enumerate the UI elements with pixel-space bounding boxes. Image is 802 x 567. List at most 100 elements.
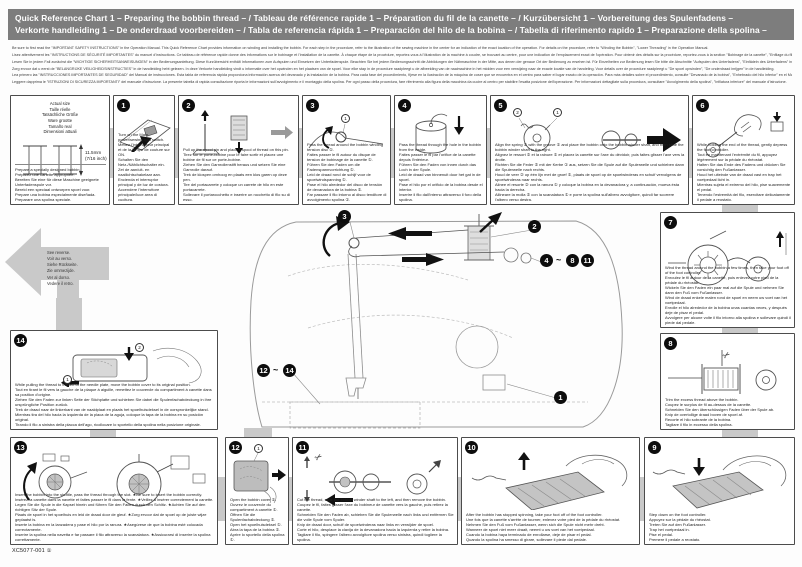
caption-line: Actual size — [49, 101, 71, 106]
caption-line: Houd de veer ② op één lijn met de groef … — [495, 172, 682, 182]
caption-line: Wanneer de spoel niet meer draait, neemt… — [466, 527, 595, 532]
callout-spool-pin: 2 — [528, 220, 541, 233]
caption-line: Leid de draad van binnenuit door het gat… — [399, 172, 481, 182]
caption-line: Mientras tira del hilo hacia la izquierd… — [15, 412, 204, 422]
caption-line: Schalten Sie den Netz-/Nählichtschalter … — [118, 157, 165, 167]
close-cover-figure — [61, 347, 202, 387]
caption-line: Recorte el hilo sobrante de la bobina. — [665, 417, 732, 422]
caption-line: While pulling the thread to the left of … — [15, 382, 191, 387]
tension-disc-figure — [308, 123, 384, 149]
caption-line: Alinee el resorte ② con la ranura ① y co… — [495, 182, 680, 192]
caption-line: Schneiden Sie den Faden ab, schieben Sie… — [297, 512, 454, 522]
insert-bobbin-figure — [23, 453, 206, 507]
step-number-badge: 3 — [306, 99, 319, 112]
caption-line: Premere il pedale a reostato. — [649, 537, 701, 542]
intro-paragraph: Be sure to first read the "IMPORTANT SAF… — [12, 45, 792, 86]
flow-connector — [218, 477, 226, 521]
caption-line: Tagliare il filo, spingere l'albero avvo… — [297, 532, 442, 542]
caption-line: Coupez le fil, faites glisser l'axe du b… — [297, 502, 448, 512]
caption-line: Führen Sie den Faden um die Fadenspannvo… — [307, 162, 360, 172]
callout-plate-to: 14 — [283, 364, 296, 377]
callout-winder-from: 4 — [540, 254, 553, 267]
remove-bobbin-figure — [304, 456, 441, 506]
caption-line: Treten Sie auf den Fußanlasser. — [649, 522, 706, 527]
hold-thread-figure — [705, 112, 784, 158]
caption-line: Knip de draad door, schuif de spoelwinde… — [297, 522, 434, 527]
caption-line: Knip de overtollige draad boven de spoel… — [665, 412, 744, 417]
step-captions: Pass the thread through the hole in the … — [399, 142, 483, 202]
caption-line: After the bobbin has stopped spinning, t… — [466, 512, 603, 517]
step-number-badge: 7 — [664, 216, 677, 229]
caption-line: Bereiten Sie eine für diese Maschine gee… — [15, 177, 99, 187]
caption-line: Tatsächliche Größe — [41, 112, 79, 118]
caption-line: Mettez l'interrupteur principal et de la… — [118, 142, 170, 157]
caption-line: Tamaño real — [48, 123, 72, 129]
step-number-badge: 13 — [14, 441, 27, 454]
spool-pin-figure — [192, 110, 293, 155]
caption-line: Tout en tirant le fil vers la gauche de … — [15, 387, 212, 397]
caption-line: Encienda el interruptor principal y de l… — [118, 177, 169, 187]
flow-connector — [485, 128, 492, 178]
step-captions: Wind the thread around the bobbin a few … — [665, 265, 791, 325]
caption-line: While holding the end of the thread, gen… — [697, 142, 788, 152]
caption-line: Zet de aan/uit- en naailichtschakelaar a… — [118, 167, 161, 177]
step-panel-5: 5 2 1 Align the spring ② with the groove… — [490, 95, 689, 205]
caption-line: Pass the thread around the bobbin windin… — [307, 142, 384, 152]
caption-line: Pull up the spool pin and place a spool … — [183, 147, 289, 152]
caption-line: Plaats de spoel in het spoelhuis en leid… — [15, 512, 207, 522]
bobbin-hole-figure — [415, 113, 464, 154]
page-title-line1: Quick Reference Chart 1 – Preparing the … — [15, 13, 734, 23]
caption-line: Pase el hilo alrededor del disco de tens… — [307, 182, 383, 192]
trim-thread-figure — [668, 350, 777, 394]
flow-connector — [389, 128, 396, 178]
flow-connector — [639, 477, 646, 521]
caption-line: Lisez attentivement les "INSTRUCTIONS DE… — [12, 52, 792, 57]
step-panel-1: 1 Turn on the Main power/sewing light sw… — [113, 95, 175, 205]
caption-line: Une fois que la canette s'arrête de tour… — [466, 517, 621, 522]
groove-label: 1 — [553, 108, 562, 117]
caption-line: Zie ommezijde. — [47, 268, 75, 274]
caption-line: Open the bobbin cover ①. — [230, 497, 277, 502]
step-captions: Trim the excess thread above the bobbin.… — [665, 397, 791, 427]
caption-line: Tagliare il filo in eccesso della spolin… — [665, 422, 733, 427]
caption-line: Trap het voetpedaal in. — [649, 527, 690, 532]
caption-line: Abra la tapa de la bobina ①. — [230, 527, 281, 532]
flow-connector — [722, 203, 758, 214]
caption-line: Cuando la bobina haya terminado de enrol… — [466, 532, 592, 537]
step-panel-7: 7 Wind the thread around the bobbin a fe… — [660, 212, 795, 328]
caption-line: Trek de draad naar de linkerkant van de … — [15, 407, 209, 412]
step-number-badge: 10 — [465, 441, 478, 454]
power-switch-figure — [119, 119, 171, 152]
caption-line: Enroulez le fil autour de la canette, pu… — [665, 275, 779, 285]
callout-power-switch: 1 — [554, 391, 567, 404]
caption-line: Aprire lo sportello della spolina ①. — [230, 532, 285, 542]
step-captions: Align the spring ② with the groove ① and… — [495, 142, 685, 202]
open-cover-figure — [233, 453, 286, 504]
step-panel-3: 3 1 Pass the thread around the bobbin wi… — [302, 95, 391, 205]
step-panel-12: 12 1 Open the bobbin cover ①.Ouvrez le c… — [225, 437, 289, 545]
caption-line: Allineare la molla ② con la scanalatura … — [495, 192, 675, 202]
caption-line: Faites passer le fil par l'orifice de la… — [399, 152, 476, 162]
step-captions: Open the bobbin cover ①.Ouvrez le couver… — [230, 497, 285, 542]
caption-line: Trek de klospen omhoog en plaats een klo… — [183, 172, 287, 182]
caption-line: Far passare il filo intorno al disco ten… — [307, 192, 387, 202]
flow-connector — [297, 128, 304, 178]
callout-winder-extra: 11 — [581, 254, 594, 267]
callout-tension-disc: 3 — [338, 210, 351, 223]
step-panel-6: 6 While holding the end of the thread, g… — [692, 95, 795, 205]
caption-line: Vedere il retro. — [47, 280, 74, 286]
spring-label: 2 — [513, 108, 522, 117]
caption-line: Dimensioni attuali — [43, 129, 77, 135]
flow-connector — [687, 128, 694, 178]
wind-thread-figure — [668, 230, 787, 286]
flow-connector — [288, 477, 294, 521]
bobbin-actual-size-figure — [23, 144, 83, 176]
caption-line: Tirando il filo a sinistra della placca … — [15, 422, 201, 427]
step-panel-8: 8 ✂ Trim the excess thread above the bob… — [660, 333, 795, 430]
caption-line: Appuyez sur la pédale du rhéostat. — [649, 517, 711, 522]
flow-connector — [722, 428, 758, 439]
caption-line: Inserire il filo dall'interno attraverso… — [399, 192, 482, 202]
